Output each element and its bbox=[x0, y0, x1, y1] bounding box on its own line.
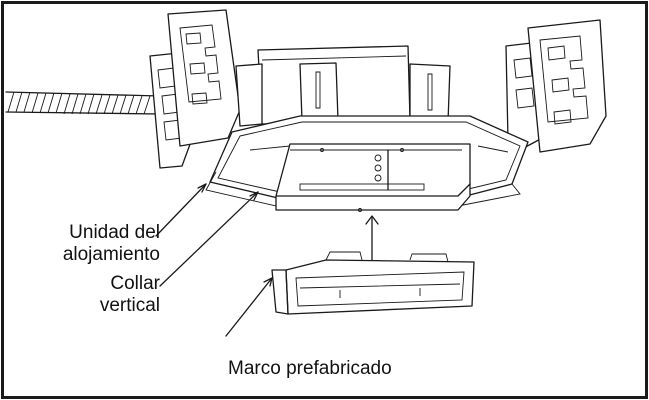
left-hanger-bracket-front bbox=[167, 9, 241, 147]
leader-vertical-collar bbox=[159, 191, 259, 287]
label-housing-unit-line2: alojamiento bbox=[62, 244, 160, 265]
label-vertical-collar-line1: Collar bbox=[110, 273, 160, 294]
right-hanger-bracket-front bbox=[527, 19, 607, 153]
leader-prefab-trim bbox=[225, 277, 273, 337]
label-vertical-collar-line2: vertical bbox=[99, 295, 160, 316]
prefab-trim-frame bbox=[271, 251, 475, 315]
center-back-plate bbox=[235, 45, 451, 127]
label-housing-unit-line1: Unidad del bbox=[69, 222, 160, 243]
leader-housing-unit bbox=[155, 183, 207, 237]
label-vertical-collar: Collar vertical bbox=[80, 273, 160, 317]
label-housing-unit: Unidad del alojamiento bbox=[40, 222, 160, 266]
flex-conduit-cable bbox=[5, 91, 161, 115]
callout-leaders bbox=[155, 183, 273, 337]
label-prefab-trim: Marco prefabricado bbox=[228, 358, 392, 379]
recessed-box bbox=[275, 143, 471, 212]
install-direction-arrow bbox=[365, 215, 379, 263]
